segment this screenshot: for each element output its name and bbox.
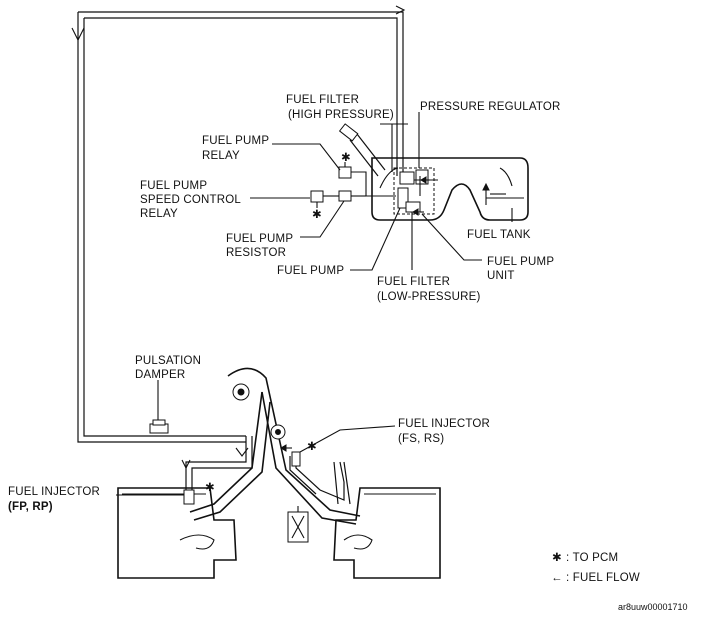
label-fuel-pump-resistor: FUEL PUMP — [226, 233, 293, 245]
label-injector-fs-rs-sub: (FS, RS) — [398, 433, 444, 445]
label-pulsation-damper-sub: DAMPER — [135, 369, 185, 381]
label-fuel-tank: FUEL TANK — [467, 229, 531, 241]
tank-flow-arrow-head — [482, 182, 490, 191]
speed-control-relay-box — [310, 190, 324, 203]
engine-assembly — [117, 367, 441, 579]
rail-pipe-a — [185, 436, 247, 490]
label-injector-fs-rs: FUEL INJECTOR — [398, 418, 490, 430]
fuel-pump-body — [397, 187, 409, 209]
runner-right-outer — [227, 367, 361, 517]
right-feed-a — [333, 461, 339, 505]
right-rail-b — [289, 456, 317, 495]
label-fuel-pump-unit-sub: UNIT — [487, 270, 515, 282]
high-pressure-filter — [399, 171, 415, 185]
runner-right-inner — [261, 391, 357, 525]
injector-fs-rs — [291, 451, 301, 467]
filler-neck-b — [356, 133, 386, 171]
unit-arrow-head — [412, 208, 419, 216]
right-port — [343, 534, 373, 550]
label-fuel-pump-resistor-sub: RESISTOR — [226, 247, 286, 259]
pcm-marker-speed-relay: ✱ — [312, 209, 322, 221]
return-pipe-outer — [77, 12, 246, 443]
fuel-tank — [338, 123, 529, 221]
leader-fuel-pump — [350, 207, 401, 271]
legend-flow-text: : FUEL FLOW — [566, 572, 640, 584]
label-fuel-pump: FUEL PUMP — [277, 265, 344, 277]
pulsation-damper-cap — [152, 419, 166, 426]
injector-fp-rp — [183, 489, 195, 505]
legend: ✱ : TO PCM ← : FUEL FLOW — [551, 552, 640, 584]
leader-injector-fs — [299, 425, 396, 453]
sender-arm-left — [379, 167, 399, 189]
injector-fs-arrow-head — [280, 444, 287, 452]
leader-resistor — [300, 200, 345, 238]
throttle-body-upper-core — [237, 388, 245, 396]
runner-left-outer — [189, 391, 263, 513]
leader-lines — [116, 112, 513, 496]
return-pipe-inner — [83, 18, 246, 437]
label-fuel-pump-unit: FUEL PUMP — [487, 256, 554, 268]
right-feed-b — [343, 461, 351, 505]
legend-pcm-text: : TO PCM — [566, 552, 618, 564]
flow-arrow-down — [71, 27, 85, 42]
fuel-pump-relay-box — [338, 166, 352, 179]
label-pulsation-damper: PULSATION — [135, 355, 201, 367]
filler-neck-a — [349, 139, 379, 177]
fuel-pump-resistor-box — [338, 190, 352, 202]
label-fuel-filter-low: FUEL FILTER — [377, 276, 450, 288]
return-arrow-head — [420, 176, 427, 184]
supply-pipe-inner — [84, 17, 398, 176]
leader-relay — [272, 143, 341, 171]
label-injector-fp-rp-sub: (FP, RP) — [8, 501, 53, 513]
filler-cap — [338, 123, 359, 142]
left-cylinder-head — [117, 487, 237, 579]
rail-pipe-b — [191, 436, 253, 490]
label-injector-fp-rp: FUEL INJECTOR — [8, 486, 100, 498]
label-pressure-regulator: PRESSURE REGULATOR — [420, 101, 561, 113]
legend-pcm-symbol: ✱ — [552, 552, 562, 564]
center-actuator-detail — [291, 515, 305, 539]
flow-arrow-down-3 — [181, 459, 191, 470]
right-cylinder-head — [333, 487, 441, 579]
label-fuel-pump-relay-sub: RELAY — [202, 150, 240, 162]
pcm-marker-relay: ✱ — [341, 152, 351, 164]
label-speed-control-relay: FUEL PUMP — [140, 180, 207, 192]
electrical-components — [310, 162, 396, 208]
flow-arrow-right — [395, 5, 406, 15]
label-fuel-pump-relay: FUEL PUMP — [202, 135, 269, 147]
runner-left-inner — [193, 401, 271, 521]
tank-body — [371, 157, 529, 221]
label-fuel-filter-high: FUEL FILTER — [286, 94, 359, 106]
label-fuel-filter-high-sub: (HIGH PRESSURE) — [288, 109, 394, 121]
pcm-marker-injector-fs: ✱ — [307, 441, 317, 453]
figure-code: ar8uuw00001710 — [618, 602, 688, 612]
sender-arm-right — [499, 167, 513, 187]
leader-pump-unit — [421, 213, 482, 261]
label-speed-control-relay-3: RELAY — [140, 208, 178, 220]
throttle-body-lower-core — [275, 429, 281, 435]
legend-flow-symbol: ← — [551, 572, 563, 584]
label-speed-control-relay-2: SPEED CONTROL — [140, 194, 241, 206]
label-fuel-filter-low-sub: (LOW-PRESSURE) — [377, 291, 481, 303]
component-labels: FUEL FILTER (HIGH PRESSURE) PRESSURE REG… — [8, 94, 561, 513]
flow-arrow-down-2 — [235, 447, 249, 457]
fuel-supply-line — [71, 5, 406, 490]
left-port — [179, 534, 215, 550]
fuel-pump-unit-outline — [393, 167, 435, 215]
supply-pipe-outer — [78, 11, 404, 176]
relay-to-pump-wire — [351, 171, 396, 197]
